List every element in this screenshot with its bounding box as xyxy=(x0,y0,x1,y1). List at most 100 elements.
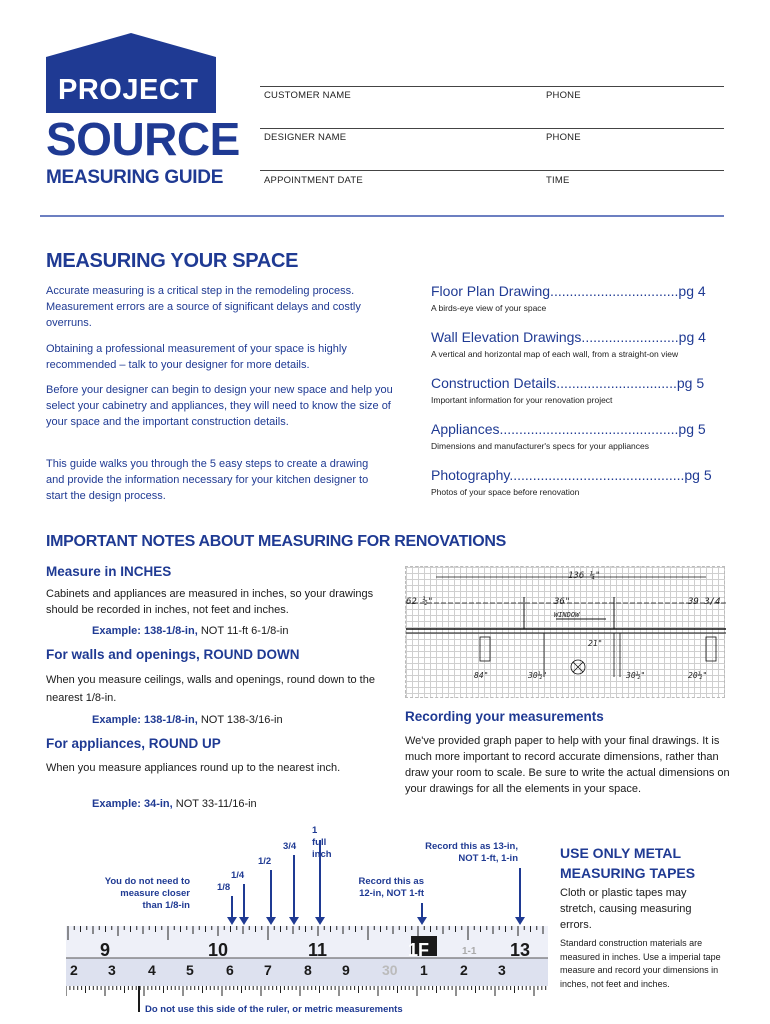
ruler-bottom-number: 1 xyxy=(420,962,428,978)
ruler-top-number: 11 xyxy=(308,940,328,960)
ruler-top-number: 9 xyxy=(100,940,111,960)
sketch-vertical-2: 30½" xyxy=(528,671,548,680)
sketch-right-dimension: 39 3/4 xyxy=(688,597,721,607)
sketch-vertical-5: 20½" xyxy=(688,671,708,680)
ruler-warning: Do not use this side of the ruler, or me… xyxy=(145,1004,403,1015)
toc-desc: Important information for your renovatio… xyxy=(431,395,613,405)
warning-pointer xyxy=(138,986,140,1012)
form-line-3 xyxy=(260,170,724,171)
walls-body: When you measure ceilings, walls and ope… xyxy=(46,674,375,704)
heading-metal-tapes: USE ONLY METAL MEASURING TAPES xyxy=(560,845,696,881)
ruler-top-number: 1F xyxy=(408,940,430,960)
heading-round-up: For appliances, ROUND UP xyxy=(46,736,221,751)
ruler-top-number: 13 xyxy=(510,940,531,960)
header-divider xyxy=(40,215,724,217)
toc-title: Construction Details....................… xyxy=(431,375,705,391)
toc-title: Floor Plan Drawing......................… xyxy=(431,283,706,299)
toc-desc: A vertical and horizontal map of each wa… xyxy=(431,349,679,359)
arrow-12-in xyxy=(417,903,427,925)
appliances-body: When you measure appliances round up to … xyxy=(46,762,341,774)
arrow-13-in xyxy=(515,868,525,925)
logo-word-source: SOURCE xyxy=(46,113,240,165)
ruler-bottom-number: 30 xyxy=(382,962,398,978)
ruler-bottom-number: 2 xyxy=(70,962,78,978)
ruler-bottom-number: 9 xyxy=(342,962,350,978)
toc-desc: Photos of your space before renovation xyxy=(431,487,580,497)
logo-subtitle: MEASURING GUIDE xyxy=(46,167,224,188)
callout-closer: You do not need to measure closer than 1… xyxy=(104,876,190,911)
example-rest: NOT 11-ft 6-1/8-in xyxy=(197,625,289,637)
house-icon xyxy=(46,33,216,113)
callout-1-2: 1/2 xyxy=(258,856,272,867)
appointment-date-label: APPOINTMENT DATE xyxy=(264,175,363,186)
heading-recording: Recording your measurements xyxy=(405,709,604,724)
inches-example: Example: 138-1/8-in, NOT 11-ft 6-1/8-in xyxy=(92,625,288,637)
arrow-1-4 xyxy=(239,884,249,925)
sketch-vertical-3: 21" xyxy=(588,639,603,648)
arrow-1-8 xyxy=(227,896,237,925)
callout-1-8: 1/8 xyxy=(217,882,231,893)
toc-item-photography[interactable]: Photography.............................… xyxy=(431,467,712,497)
toc-item-construction[interactable]: Construction Details....................… xyxy=(431,375,704,405)
ruler-bottom-number: 7 xyxy=(264,962,272,978)
callout-1-4: 1/4 xyxy=(231,870,245,881)
ruler-top-number: 10 xyxy=(208,940,229,960)
graph-paper-sketch: 136 ¼" 62 ½" 36" 39 3/4 WINDOW 84" 30½" … xyxy=(405,566,726,698)
ruler-numbers: 9 10 11 1F 1-1 13 2 3 4 5 6 7 8 9 30 1 2… xyxy=(66,940,548,1000)
phone-label-2: PHONE xyxy=(546,132,581,143)
ruler-bottom-number: 8 xyxy=(304,962,312,978)
toc-title: Appliances..............................… xyxy=(431,421,706,437)
tape-measure-image xyxy=(66,926,548,996)
toc-desc: Dimensions and manufacturer's specs for … xyxy=(431,441,650,451)
intro-paragraph-1: Accurate measuring is a critical step in… xyxy=(46,285,361,329)
sketch-vertical-4: 30½" xyxy=(626,671,646,680)
section-title-measuring-your-space: MEASURING YOUR SPACE xyxy=(46,250,299,272)
logo-word-project: PROJECT xyxy=(58,74,199,106)
walls-example: Example: 138-1/8-in, NOT 138-3/16-in xyxy=(92,714,283,726)
section-title-important-notes: IMPORTANT NOTES ABOUT MEASURING FOR RENO… xyxy=(46,533,506,550)
callout-13-in: Record this as 13-in, NOT 1-ft, 1-in xyxy=(425,841,518,864)
callout-3-4: 3/4 xyxy=(283,841,297,852)
example-bold: Example: 34-in, xyxy=(92,798,173,810)
sketch-lines xyxy=(406,576,726,677)
example-rest: NOT 138-3/16-in xyxy=(197,714,283,726)
designer-name-label: DESIGNER NAME xyxy=(264,132,347,143)
callout-full-inch: 1 full inch xyxy=(312,825,332,860)
heading-measure-in-inches: Measure in INCHES xyxy=(46,564,172,579)
metal-note: Standard construction materials are meas… xyxy=(560,938,721,989)
toc-item-appliances[interactable]: Appliances..............................… xyxy=(431,421,706,451)
phone-label-1: PHONE xyxy=(546,90,581,101)
ruler-bottom-number: 3 xyxy=(108,962,116,978)
intro-paragraph-2: Obtaining a professional measurement of … xyxy=(46,343,347,371)
form-line-1 xyxy=(260,86,724,87)
recording-body: We've provided graph paper to help with … xyxy=(405,735,730,795)
customer-name-label: CUSTOMER NAME xyxy=(264,90,351,101)
sketch-window-label: WINDOW xyxy=(554,611,580,619)
toc-desc: A birds-eye view of your space xyxy=(431,303,547,313)
toc-item-floor-plan[interactable]: Floor Plan Drawing......................… xyxy=(431,283,706,313)
metal-body: Cloth or plastic tapes may stretch, caus… xyxy=(560,887,692,931)
arrow-full-inch xyxy=(315,840,325,925)
time-label: TIME xyxy=(546,175,570,186)
ruler-bottom-number: 5 xyxy=(186,962,194,978)
sketch-left-dimension: 62 ½" xyxy=(406,597,434,607)
arrow-1-2 xyxy=(266,870,276,925)
project-source-logo: PROJECT SOURCE ® MEASURING GUIDE xyxy=(44,33,240,193)
sketch-top-dimension: 136 ¼" xyxy=(568,571,601,581)
inches-body: Cabinets and appliances are measured in … xyxy=(46,588,374,616)
heading-round-down: For walls and openings, ROUND DOWN xyxy=(46,647,300,662)
ruler-bottom-number: 3 xyxy=(498,962,506,978)
toc-item-wall-elevation[interactable]: Wall Elevation Drawings.................… xyxy=(431,329,706,359)
intro-paragraph-4: This guide walks you through the 5 easy … xyxy=(46,458,369,502)
ruler-bottom-number: 4 xyxy=(148,962,156,978)
intro-paragraph-3: Before your designer can begin to design… xyxy=(46,384,393,428)
logo-registered-mark: ® xyxy=(215,149,221,156)
example-rest: NOT 33-11/16-in xyxy=(172,798,257,810)
appliances-example: Example: 34-in, NOT 33-11/16-in xyxy=(92,798,257,810)
sketch-mid-dimension: 36" xyxy=(554,597,571,607)
sketch-vertical-1: 84" xyxy=(474,671,489,680)
example-bold: Example: 138-1/8-in, xyxy=(92,625,198,637)
form-line-2 xyxy=(260,128,724,129)
ruler-bottom-number: 6 xyxy=(226,962,234,978)
ruler-top-number: 1-1 xyxy=(462,946,477,957)
